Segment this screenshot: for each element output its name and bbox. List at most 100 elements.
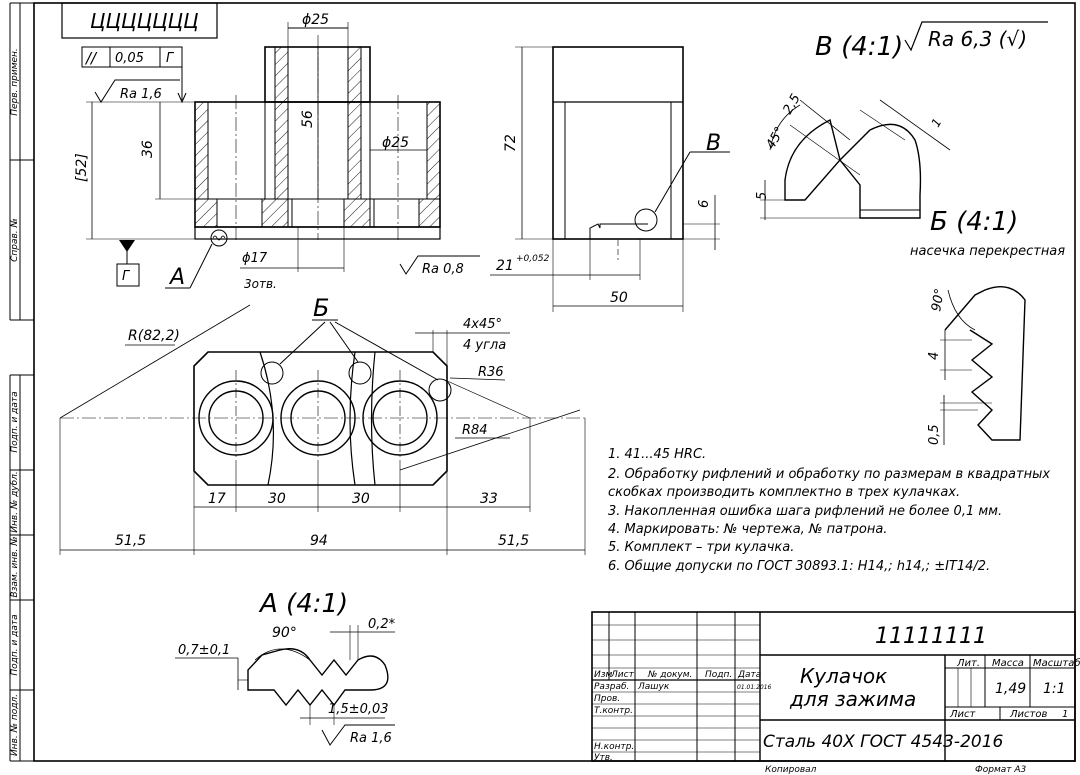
copied-label: Копировал xyxy=(765,765,817,775)
dim-30b: 30 xyxy=(352,491,370,507)
col-podp: Подп. xyxy=(705,670,732,680)
r36: R36 xyxy=(478,365,504,380)
detail-A-title: А (4:1) xyxy=(258,589,348,619)
detail-B-title: В (4:1) xyxy=(815,32,903,62)
col-date: Дата xyxy=(737,670,761,680)
sheet-label: Лист xyxy=(949,709,977,720)
side-label-podp2: Подп. и дата xyxy=(10,614,20,675)
side-label-inv: Инв. № подл. xyxy=(10,694,20,756)
note-3: 3. Накопленная ошибка шага рифлений не б… xyxy=(608,504,1002,519)
scale-value: 1:1 xyxy=(1043,681,1066,697)
sheet-frame xyxy=(9,2,1076,762)
detail-B-dim5: 5 xyxy=(755,192,770,200)
dim-21-tol: +0,052 xyxy=(516,254,550,264)
dim-56: 56 xyxy=(300,110,316,128)
r84: R84 xyxy=(462,423,488,438)
mass-value: 1,49 xyxy=(995,681,1026,697)
chamfer-note: 4 угла xyxy=(463,338,506,353)
detail-A-dim90: 90° xyxy=(272,625,297,641)
detail-A-roughness: Ra 1,6 xyxy=(350,731,392,746)
row-utv: Утв. xyxy=(594,753,613,763)
detail-A-dim15: 1,5±0,03 xyxy=(328,702,389,717)
detail-A-dim02: 0,2* xyxy=(368,617,396,632)
dim-94: 94 xyxy=(310,533,328,549)
dim-515-left: 51,5 xyxy=(115,533,146,549)
label-B: В xyxy=(706,131,721,156)
material: Сталь 40Х ГОСТ 4543-2016 xyxy=(763,732,1004,752)
dim-72: 72 xyxy=(503,134,519,152)
datum-G: Г xyxy=(122,269,131,284)
note-2: 2. Обработку рифлений и обработку по раз… xyxy=(608,467,1050,482)
detail-Bsh: Б (4:1) насечка перекрестная 90° 4 0,5 xyxy=(910,207,1065,445)
side-view: 72 В 6 Ra 0,8 21 +0,052 50 xyxy=(399,46,730,312)
row-tkontr: Т.контр. xyxy=(594,706,633,716)
detail-B: В (4:1) Ra 6,3 (√) 5 45° 2,5 1 xyxy=(755,21,1048,220)
side-label-podp1: Подп. и дата xyxy=(10,391,20,452)
title-block: Изм Лист № докум. Подп. Дата Разраб. Про… xyxy=(591,611,1080,775)
dim-21: 21 xyxy=(496,258,514,274)
sheets-count: 1 xyxy=(1062,709,1068,720)
detail-Bsh-dim90: 90° xyxy=(929,287,948,312)
note-5: 5. Комплект – три кулачка. xyxy=(608,540,794,555)
front-view: // 0,05 Г Ra 1,6 xyxy=(74,12,441,291)
detail-A: А (4:1) 90° 0,2* 0,7±0,1 1,5±0,03 Ra 1,6 xyxy=(175,589,396,746)
dim-6: 6 xyxy=(697,200,712,208)
col-izm: Изм xyxy=(594,670,613,680)
chamfer-dim: 4x45° xyxy=(463,317,502,332)
svg-text:ЦЦЦЦЦЦЦ: ЦЦЦЦЦЦЦ xyxy=(90,9,199,33)
dim-phi17: ϕ17 xyxy=(242,251,268,266)
row-razrab: Разраб. xyxy=(594,682,629,692)
note-1: 1. 41...45 HRC. xyxy=(608,447,706,462)
note-4: 4. Маркировать: № чертежа, № патрона. xyxy=(608,522,887,537)
mass-header: Масса xyxy=(992,658,1024,669)
lit-header: Лит. xyxy=(956,658,980,669)
side-label-sprav: Справ. № xyxy=(10,218,20,262)
dim-50: 50 xyxy=(610,290,628,306)
top-view: Б R(82,2) 4x45° 4 угла R36 R84 17 xyxy=(59,294,586,555)
dim-36: 36 xyxy=(140,140,156,158)
doc-number: 11111111 xyxy=(875,624,987,649)
radius-822: R(82,2) xyxy=(128,328,180,344)
side-label-vzam: Взам. инв. № xyxy=(10,536,20,597)
side-labels: Перв. примен. Справ. № Подп. и дата Инв.… xyxy=(10,48,20,756)
col-list: Лист xyxy=(610,670,635,680)
top-left-box: ЦЦЦЦЦЦЦ xyxy=(61,2,218,39)
side-label-dubl: Инв. № дубл. xyxy=(10,471,20,533)
name-line2: для зажима xyxy=(789,687,916,711)
col-doc: № докум. xyxy=(647,670,692,680)
note-6: 6. Общие допуски по ГОСТ 30893.1: H14,; … xyxy=(608,559,990,574)
holes-note: 3отв. xyxy=(244,277,277,291)
label-Bsh: Б xyxy=(313,294,329,322)
dim-phi25-right: ϕ25 xyxy=(382,135,409,151)
parallelism-symbol: // xyxy=(84,49,98,67)
row-prov: Пров. xyxy=(594,694,620,704)
side-label-perv: Перв. примен. xyxy=(10,48,20,116)
dim-30a: 30 xyxy=(268,491,286,507)
detail-A-dim07: 0,7±0,1 xyxy=(178,643,230,658)
detail-B-dim45: 45° xyxy=(763,125,788,152)
detail-Bsh-dim05: 0,5 xyxy=(927,424,942,445)
detail-B-dim1: 1 xyxy=(928,116,944,130)
note-2b: скобках производить комплектно в трех ку… xyxy=(608,485,960,500)
name-line1: Кулачок xyxy=(800,664,887,688)
developer-name: Лашук xyxy=(637,682,670,692)
dim-515-right: 51,5 xyxy=(498,533,529,549)
format-label: Формат А3 xyxy=(975,765,1027,775)
technical-notes: 1. 41...45 HRC. 2. Обработку рифлений и … xyxy=(608,447,1050,574)
detail-Bsh-subtitle: насечка перекрестная xyxy=(910,244,1065,259)
detail-Bsh-dim4: 4 xyxy=(927,352,942,360)
section-label-A: А xyxy=(168,265,185,290)
roughness-top: Ra 1,6 xyxy=(120,87,162,102)
roughness-side: Ra 0,8 xyxy=(422,262,464,277)
dim-17: 17 xyxy=(208,491,226,507)
row-nkontr: Н.контр. xyxy=(594,742,634,752)
detail-B-dim25: 2,5 xyxy=(780,92,803,117)
tolerance-value: 0,05 xyxy=(115,51,144,66)
dim-33: 33 xyxy=(480,491,498,507)
roughness-general: Ra 6,3 (√) xyxy=(928,27,1027,51)
tolerance-datum: Г xyxy=(166,51,175,66)
dim-phi25-top: ϕ25 xyxy=(302,12,329,28)
sheets-label: Листов xyxy=(1009,709,1047,720)
scale-header: Масштаб xyxy=(1033,657,1080,669)
